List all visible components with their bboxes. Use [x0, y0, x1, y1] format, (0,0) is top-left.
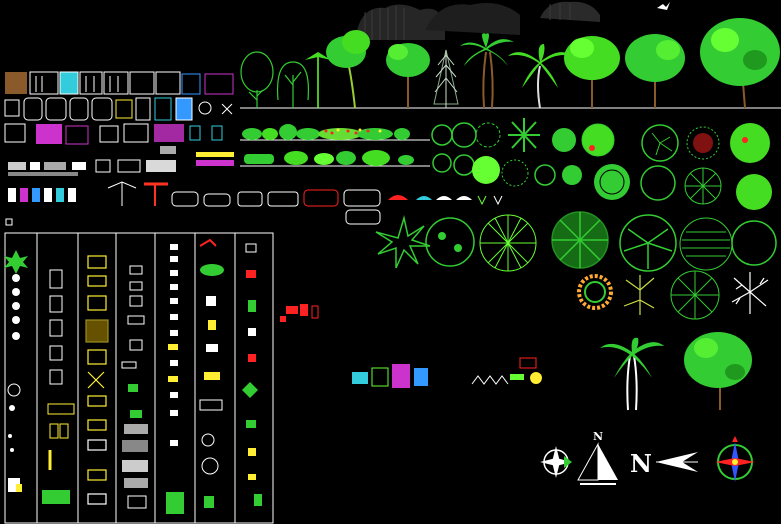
tree-plan-bare-branch[interactable] — [731, 272, 769, 314]
furniture-blocks-group[interactable] — [4, 71, 503, 225]
north-arrow-sail[interactable]: N — [577, 430, 618, 485]
column-3-tables[interactable] — [85, 255, 109, 505]
elevation-tree-outline-2[interactable] — [276, 61, 310, 108]
north-arrow-large[interactable]: N — [630, 449, 698, 478]
tree-plan-branch-1[interactable] — [641, 124, 679, 162]
background-tree-silhouettes — [355, 1, 600, 41]
furniture-magenta-row[interactable] — [4, 123, 223, 145]
tree-plan-wheel[interactable] — [551, 211, 609, 269]
elevation-tree-dense-2[interactable] — [625, 34, 685, 108]
tree-plan-flower-ring[interactable] — [577, 274, 613, 310]
red-furniture-cluster[interactable] — [280, 304, 319, 322]
furniture-small-row[interactable] — [8, 146, 176, 176]
column-7-signs[interactable] — [242, 243, 262, 506]
playground-equipment-line[interactable] — [471, 357, 542, 385]
tree-plan-radial-1[interactable] — [684, 167, 722, 205]
column-4-fixtures[interactable] — [121, 265, 148, 509]
tree-plan-star-large[interactable] — [375, 215, 431, 269]
column-6-site-furniture[interactable] — [199, 238, 224, 508]
elevation-tree-conifer[interactable] — [433, 49, 459, 108]
elevation-tree-dense-3[interactable] — [700, 18, 780, 109]
bathroom-fixtures-row[interactable] — [8, 188, 76, 202]
elevation-tree-leafy-2[interactable] — [386, 43, 430, 108]
elevation-tree-leafy-1[interactable] — [326, 30, 370, 109]
elevation-tree-dense-1[interactable] — [564, 36, 620, 108]
small-square-marker — [5, 218, 13, 226]
elevation-tree-outline-1[interactable] — [240, 51, 274, 108]
tree-plan-circle-3[interactable] — [594, 164, 630, 200]
tree-plan-circle-1[interactable] — [431, 124, 453, 146]
elevation-trees-row[interactable] — [240, 18, 780, 109]
tree-plan-bush-2[interactable] — [736, 174, 772, 210]
north-label-large: N — [630, 449, 652, 478]
kitchen-cabinet-row[interactable] — [29, 71, 234, 95]
north-arrow-compass[interactable] — [540, 446, 572, 478]
north-label: N — [593, 430, 603, 443]
tree-plan-radial-3[interactable] — [670, 270, 720, 320]
tree-elevation-large[interactable] — [684, 332, 752, 410]
yellow-planter[interactable] — [196, 152, 234, 157]
column-1-shrubs[interactable] — [4, 250, 28, 492]
tree-plan-bush-1[interactable] — [730, 123, 770, 163]
dining-table-row[interactable] — [4, 97, 233, 121]
elevation-palm-2[interactable] — [508, 44, 572, 109]
tree-plan-palm-outline[interactable] — [619, 214, 677, 272]
tree-plan-bush-3[interactable] — [731, 220, 777, 266]
column-5-appliances[interactable] — [166, 244, 184, 514]
tree-plan-star-1[interactable] — [508, 118, 540, 152]
tree-plan-flowering-1[interactable] — [581, 123, 615, 157]
shrub-elevations[interactable] — [242, 124, 410, 140]
elevation-tree-slender[interactable] — [305, 52, 331, 108]
playground-blocks[interactable] — [352, 364, 428, 388]
tree-plan-symbols[interactable] — [375, 118, 777, 320]
tree-plan-lined[interactable] — [679, 217, 733, 271]
gazebo-and-sign[interactable] — [107, 181, 168, 206]
tree-plan-ornate[interactable] — [425, 217, 475, 267]
elevation-palm-1[interactable] — [460, 33, 514, 109]
north-arrow-star[interactable] — [715, 436, 755, 482]
palm-elevation-large[interactable] — [600, 337, 664, 411]
tree-plan-radial-2[interactable] — [479, 214, 537, 272]
tree-plan-circle-2[interactable] — [451, 122, 477, 148]
bird-icon — [657, 2, 670, 10]
magenta-planter[interactable] — [196, 160, 234, 166]
tree-plan-branch-yellow[interactable] — [623, 275, 655, 315]
tree-plan-crescent[interactable] — [529, 218, 555, 270]
column-2-chairs[interactable] — [42, 269, 75, 504]
furniture-block-brown[interactable] — [5, 72, 27, 94]
vehicle-row[interactable] — [171, 189, 503, 225]
hedge-elevations[interactable] — [244, 150, 414, 166]
symbol-library-frame[interactable] — [4, 232, 274, 524]
